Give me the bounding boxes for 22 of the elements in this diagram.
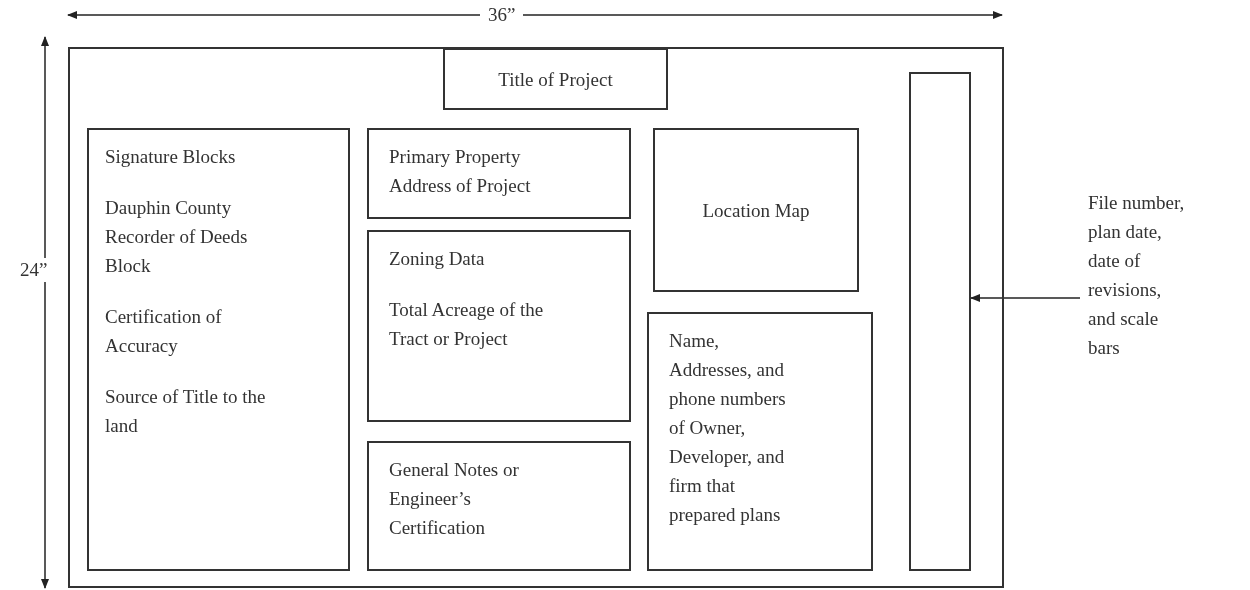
frame-box — [68, 47, 1004, 588]
text-box — [367, 128, 631, 219]
text-box — [443, 48, 668, 110]
text-box — [367, 441, 631, 571]
text-box — [647, 312, 873, 571]
box-text: General Notes or Engineer’s Certification — [389, 458, 520, 540]
frame-box — [909, 72, 971, 571]
text-box — [367, 230, 631, 422]
text-box — [653, 128, 859, 292]
box-text: Total Acreage of the Tract or Project — [389, 298, 545, 351]
box-text: Zoning Data — [389, 247, 486, 271]
box-text: File number, plan date, date of revisions, and scale bars — [1088, 191, 1186, 360]
box-text: Title of Project — [498, 67, 613, 92]
box-text: Dauphin County Recorder of Deeds Block — [105, 196, 249, 278]
box-text: Signature Blocks — [105, 145, 237, 169]
arrow — [970, 294, 1081, 302]
box-text: Primary Property Address of Project — [389, 145, 532, 198]
text-box — [87, 128, 350, 571]
box-text: Source of Title to the land — [105, 385, 267, 438]
box-text: Certification of Accuracy — [105, 305, 223, 358]
box-text: Name, Addresses, and phone numbers of Owner, Developer, and firm that prepared plans — [669, 329, 787, 527]
box-text: Location Map — [702, 198, 810, 223]
